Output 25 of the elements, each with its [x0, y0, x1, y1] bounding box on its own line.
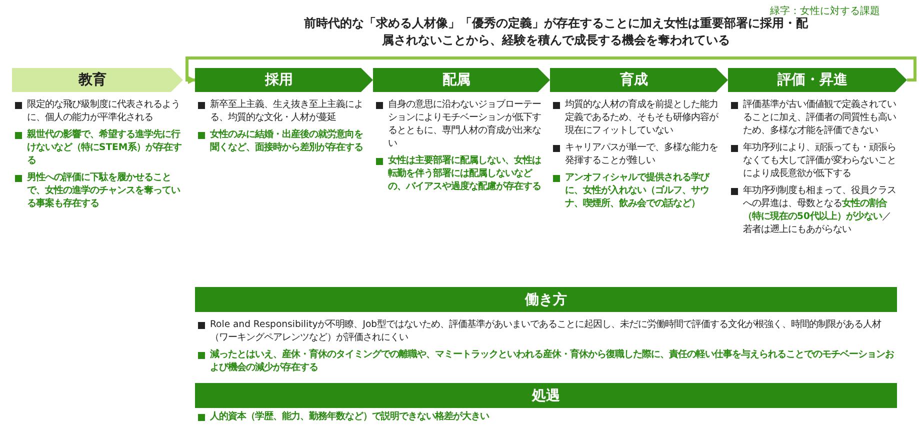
bullet-item: 年功序列により、頑張っても・頑張らなくても大して評価が変わらないことにより成長意欲が低下する: [730, 141, 896, 180]
bullet-item: 年功序列制度も相まって、役員クラスへの昇進は、母数となる女性の割合（特に現在の50代以上）が少ない／若者は遡上にもあがらない: [730, 184, 896, 236]
chevron-step: 採用: [195, 68, 373, 92]
bullet-item: 親世代の影響で、希望する進学先に行けないなど（特にSTEM系）が存在する: [14, 128, 184, 167]
legend-note: 緑字：女性に対する課題: [770, 4, 880, 17]
bullet-item: キャリアパスが単一で、多様な能力を発揮することが難しい: [552, 141, 718, 167]
bullet-item: 女性は主要部署に配属しない、女性は転勤を伴う部署には配属しないなどの、バイアスや過度な配慮が存在する: [375, 154, 541, 193]
bullet-item: 男性への評価に下駄を履かせることで、女性の進学のチャンスを奪っている事案も存在する: [14, 171, 184, 210]
loop-arrow: [186, 56, 916, 84]
bullet-item: Role and Responsibilityが不明瞭、Job型ではないため、評価基準があいまいであることに起因し、未だに労働時間で評価する文化が根強く、時間的制限がある人材（ワーキングペアレンツなど）が評価されにくい: [197, 318, 897, 344]
section-bar: 働き方: [195, 287, 897, 312]
bullet-item: 限定的な飛び級制度に代表されるように、個人の能力が平準化される: [14, 98, 184, 124]
bullet-item: アンオフィシャルで提供される学びに、女性が入れない（ゴルフ、サウナ、喫煙所、飲み会での話など）: [552, 171, 718, 210]
bullet-item: 自身の意思に沿わないジョブローテーションによりモチベーションが低下するとともに、専門人材の育成が出来ない: [375, 98, 541, 150]
section-bar: 処遇: [195, 383, 897, 408]
bullet-item: 人的資本（学歴、能力、勤務年数など）で説明できない格差が大きい: [197, 410, 897, 423]
bullet-item: 評価基準が古い価値観で定義されていることに加え、評価者の同質性も高いため、多様な才能を評価できない: [730, 98, 896, 137]
chevron-step: 配属: [373, 68, 550, 92]
bullet-item: 女性のみに結婚・出産後の就労意向を聞くなど、面接時から差別が存在する: [197, 128, 363, 154]
bullet-item: 減ったとはいえ、産休・育休のタイミングでの離職や、マミートラックといわれる産休・育休から復職した際に、責任の軽い仕事を与えられることでのモチベーションおよび機会の減少が存在する: [197, 348, 897, 374]
bullet-item: 均質的な人材の育成を前提とした能力定義であるため、そもそも研修内容が現在にフィットしていない: [552, 98, 718, 137]
bullet-item: 新卒至上主義、生え抜き至上主義による、均質的な文化・人材が蔓延: [197, 98, 363, 124]
chevron-step: 評価・昇進: [728, 68, 907, 92]
chevron-step: 育成: [550, 68, 728, 92]
chevron-step: 教育: [12, 68, 183, 92]
